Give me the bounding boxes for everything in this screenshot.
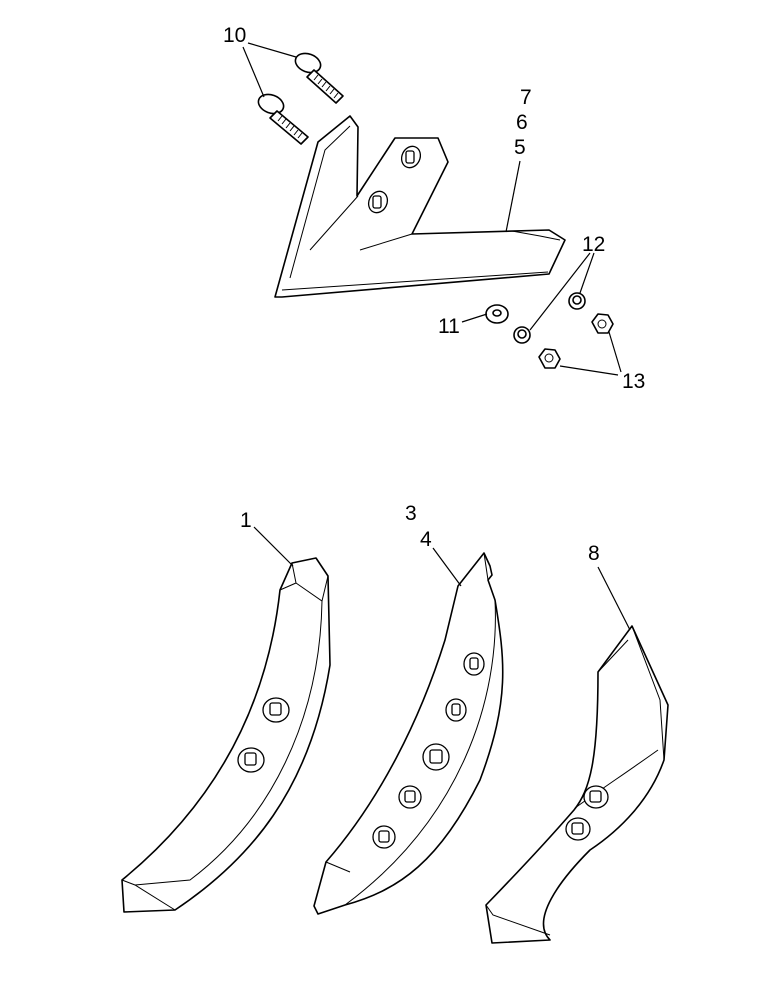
lock-washer-right	[568, 292, 586, 310]
twisted-hole-upper	[583, 785, 609, 809]
sweep-share	[274, 115, 566, 298]
callout-13: 13	[622, 370, 645, 393]
callout-7: 7	[520, 86, 532, 109]
bolt-lower	[257, 93, 309, 145]
chisel-hole-5	[372, 825, 396, 849]
chisel-hole-3	[422, 743, 450, 771]
callout-10: 10	[223, 24, 246, 47]
share-slot-upper	[400, 145, 422, 169]
point-hole-lower	[237, 747, 265, 773]
callout-1: 1	[240, 509, 252, 532]
chisel-hole-2	[445, 698, 467, 722]
callout-3: 3	[405, 502, 417, 525]
nut-left	[538, 348, 561, 369]
callout-8: 8	[588, 542, 600, 565]
leader-lines	[242, 42, 631, 631]
nut-right	[591, 313, 614, 334]
lock-washer-left	[513, 326, 531, 344]
chisel-hole-1	[463, 652, 485, 676]
chisel-point	[313, 552, 504, 915]
twisted-hole-lower	[565, 817, 591, 841]
callout-labels: 10 7 6 5 12 11 13 1 3 4 8	[223, 24, 645, 565]
twisted-point	[485, 625, 669, 944]
callout-6: 6	[516, 111, 528, 134]
share-slot-lower	[367, 190, 389, 214]
callout-5: 5	[514, 136, 526, 159]
callout-4: 4	[420, 528, 432, 551]
flat-washer	[485, 304, 509, 324]
callout-11: 11	[438, 315, 460, 338]
callout-12: 12	[582, 233, 605, 256]
reversible-point	[121, 557, 331, 913]
bolt-upper	[294, 52, 344, 104]
point-hole-upper	[262, 697, 290, 723]
chisel-hole-4	[398, 785, 422, 809]
